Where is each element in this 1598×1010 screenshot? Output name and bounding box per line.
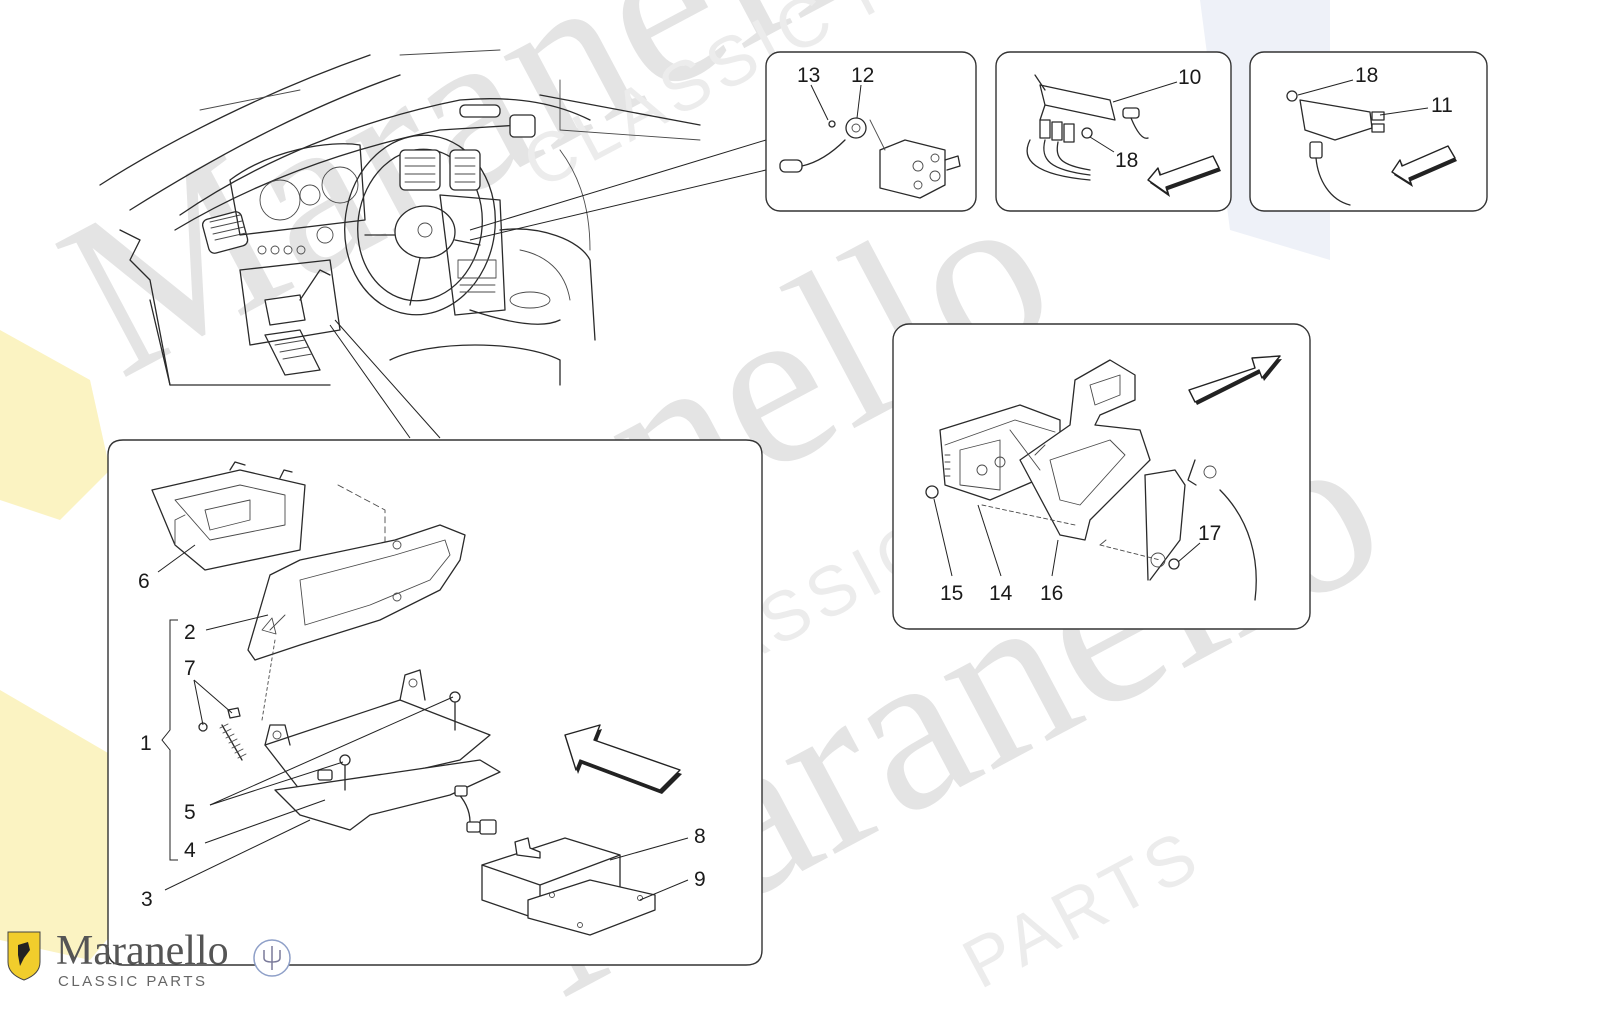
overview-leader-2 — [469, 169, 767, 241]
part-18-nut-a — [1081, 127, 1093, 139]
part-13-screw — [828, 120, 836, 128]
callout-3: 3 — [141, 888, 153, 911]
part-12-sensor — [845, 117, 867, 139]
logo-title: Maranello — [56, 928, 229, 974]
panel-frame-glovebox — [107, 439, 763, 966]
part-10-module — [1039, 84, 1116, 121]
group-1-bracket — [161, 619, 178, 861]
centre-air-vent-right — [449, 149, 481, 191]
callout-6: 6 — [138, 570, 150, 593]
callout-15: 15 — [940, 582, 963, 605]
part-18-nut-b — [1286, 90, 1298, 102]
maranello-logo: Maranello CLASSIC PARTS — [7, 928, 291, 990]
callout-8: 8 — [694, 825, 706, 848]
callout-4: 4 — [184, 839, 196, 862]
sensor-cable — [801, 139, 846, 167]
callout-9: 9 — [694, 868, 706, 891]
overview-leader-3 — [329, 324, 411, 439]
centre-air-vent-left — [399, 149, 441, 191]
callout-14: 14 — [989, 582, 1013, 605]
speedometer-gauge — [321, 166, 359, 204]
pedal — [264, 329, 321, 376]
callout-1: 1 — [140, 732, 152, 755]
a-pillar — [119, 229, 171, 386]
steering-hub — [394, 205, 456, 259]
watermark-shield-1 — [0, 330, 110, 520]
seat-cushion — [389, 344, 561, 386]
centre-console-stack — [439, 194, 506, 316]
instrument-cluster — [229, 143, 366, 236]
right-air-vent — [509, 114, 536, 138]
view-direction-arrow-b — [1147, 155, 1220, 195]
trim-panel — [1144, 469, 1186, 581]
car-interior-overview — [99, 49, 701, 386]
callout-18-a: 18 — [1115, 149, 1138, 172]
overview-leader-4 — [334, 319, 441, 439]
tachometer-gauge — [259, 179, 301, 221]
part-7-spring — [221, 724, 243, 761]
view-direction-arrow-a — [564, 724, 681, 791]
part-3-lower-plate — [274, 759, 501, 831]
detail-panel-control-unit: 15 14 16 17 — [892, 323, 1311, 630]
part-2-bezel — [247, 524, 466, 661]
detail-panel-glovebox: 6 2 7 1 5 4 3 8 9 — [107, 439, 763, 966]
detail-panel-sensor: 13 12 — [765, 51, 977, 212]
part-16-bracket — [1019, 359, 1151, 541]
callout-16: 16 — [1040, 582, 1063, 605]
detail-panel-receiver: 18 11 — [1249, 51, 1488, 212]
callout-7: 7 — [184, 657, 196, 680]
part-15-nut — [925, 485, 939, 499]
lower-dash-panel — [239, 259, 341, 346]
dashboard-top — [179, 98, 591, 216]
callout-2: 2 — [184, 621, 196, 644]
watermark-sub-3: PARTS — [950, 814, 1213, 1003]
steering-wheel — [344, 134, 496, 316]
control-module-block — [879, 139, 946, 199]
part-11-receiver — [1299, 99, 1373, 141]
glovebox-opening — [264, 294, 306, 326]
callout-11: 11 — [1431, 94, 1453, 117]
callout-5: 5 — [184, 801, 196, 824]
logo-subtitle: CLASSIC PARTS — [58, 973, 207, 990]
callout-12: 12 — [851, 64, 874, 87]
callout-18-b: 18 — [1355, 64, 1378, 87]
view-direction-arrow-d — [1188, 355, 1281, 403]
windshield-edge — [99, 54, 371, 186]
overview-leader-1 — [469, 139, 767, 231]
watermark-shield-2 — [0, 690, 140, 960]
part-9-insert-plate — [527, 879, 656, 936]
callout-10: 10 — [1178, 66, 1201, 89]
part-17-nut — [1168, 558, 1180, 570]
wiring-harness — [1026, 139, 1091, 181]
callout-17: 17 — [1198, 522, 1221, 545]
view-direction-arrow-c — [1391, 145, 1456, 185]
cup-holder — [509, 291, 551, 309]
sensor-plug — [779, 159, 803, 173]
detail-panel-antenna-module: 10 18 — [995, 51, 1232, 212]
callout-13: 13 — [797, 64, 820, 87]
